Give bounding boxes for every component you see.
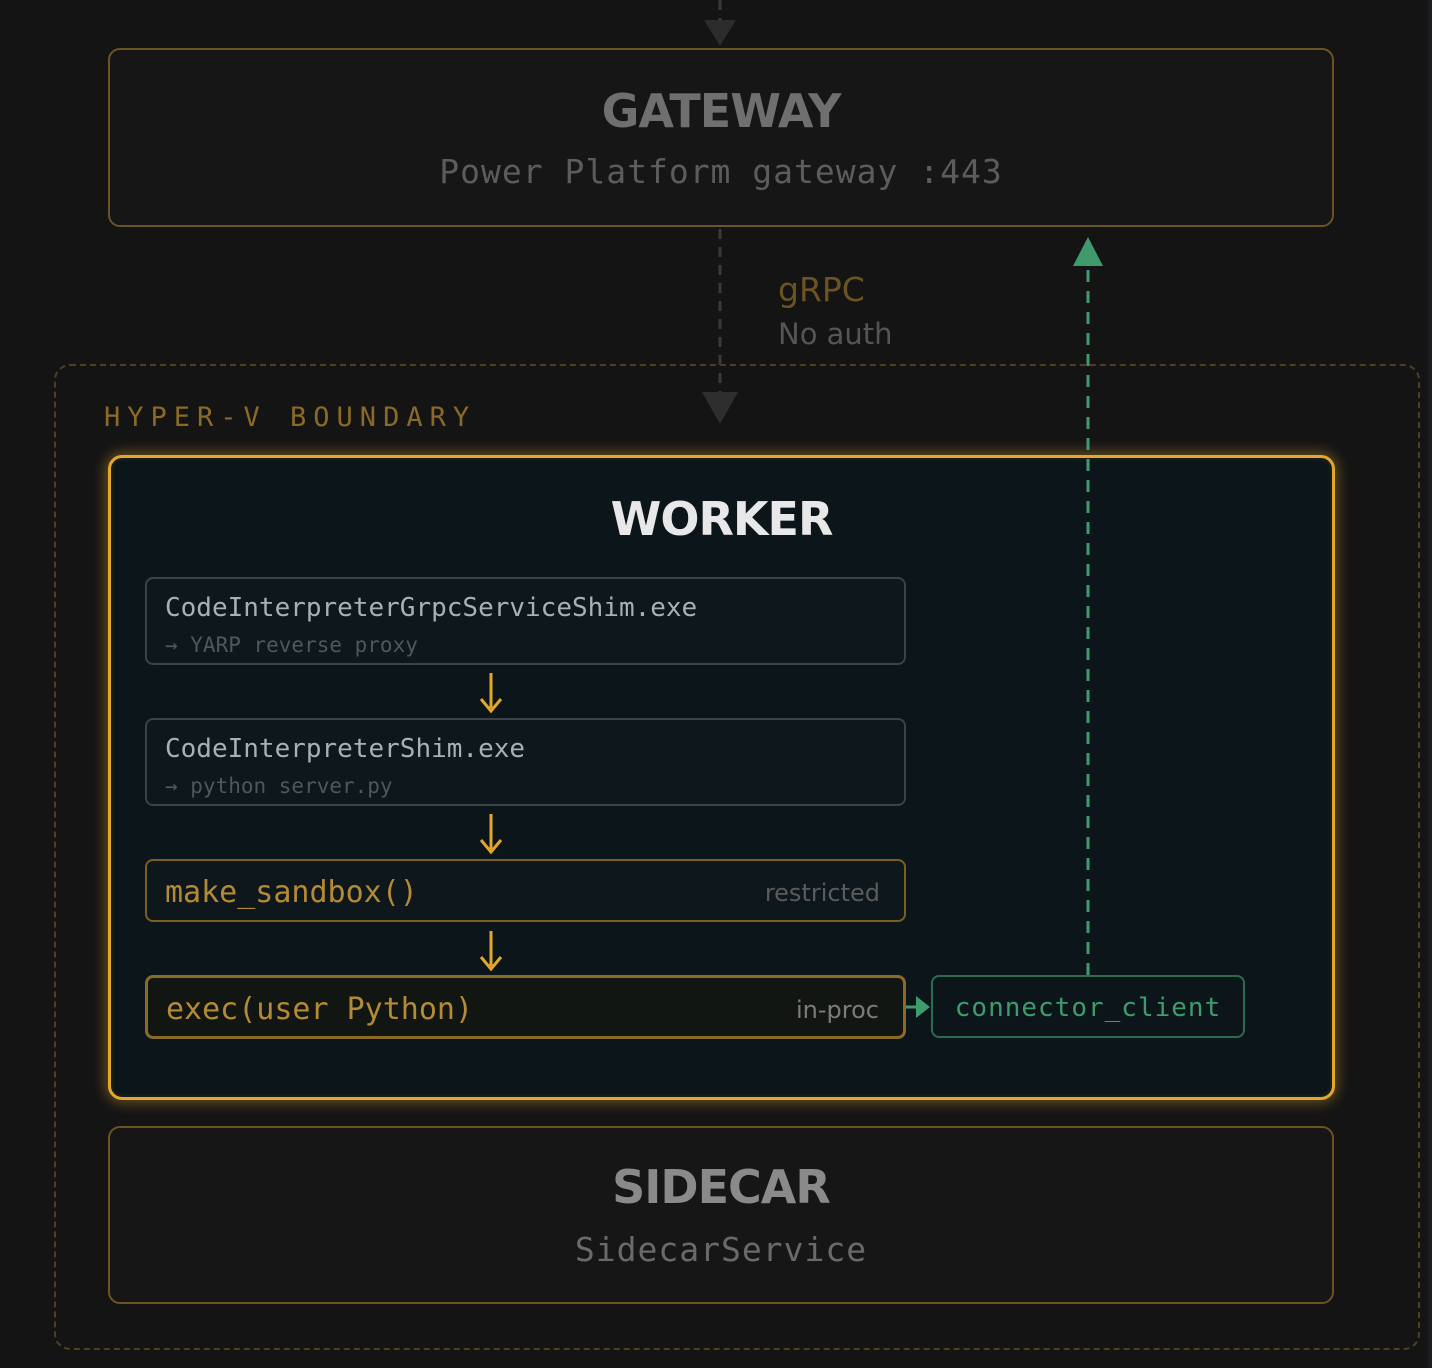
sidecar-title: SIDECAR — [612, 1160, 831, 1214]
interpreter-shim-detail: → python server.py — [165, 774, 393, 798]
gateway-box: GATEWAY Power Platform gateway :443 — [108, 48, 1334, 227]
grpc-service-shim-name: CodeInterpreterGrpcServiceShim.exe — [165, 593, 698, 623]
grpc-service-shim-step: CodeInterpreterGrpcServiceShim.exe → YAR… — [145, 577, 906, 665]
incoming-arrowhead-icon — [704, 20, 736, 46]
grpc-protocol-label: gRPC — [778, 270, 865, 309]
exec-user-python-tag: in-proc — [796, 996, 879, 1024]
grpc-service-shim-detail: → YARP reverse proxy — [165, 633, 418, 657]
scroll-edge — [1428, 0, 1432, 1368]
hyperv-boundary-label: HYPER-V BOUNDARY — [104, 402, 477, 433]
connector-client-box: connector_client — [931, 975, 1245, 1038]
sidecar-subtitle: SidecarService — [574, 1230, 868, 1269]
grpc-auth-label: No auth — [778, 317, 893, 351]
sidecar-box: SIDECAR SidecarService — [108, 1126, 1334, 1304]
connector-gateway-arrowhead-icon — [1073, 237, 1103, 266]
interpreter-shim-name: CodeInterpreterShim.exe — [165, 734, 526, 764]
make-sandbox-name: make_sandbox() — [165, 875, 418, 910]
gateway-subtitle: Power Platform gateway :443 — [439, 152, 1003, 191]
gateway-title: GATEWAY — [601, 84, 842, 138]
make-sandbox-step: make_sandbox() restricted — [145, 859, 906, 922]
exec-user-python-step: exec(user Python) in-proc — [145, 975, 906, 1039]
exec-user-python-name: exec(user Python) — [166, 992, 474, 1027]
connector-client-label: connector_client — [954, 993, 1222, 1023]
make-sandbox-tag: restricted — [764, 879, 880, 907]
worker-title: WORKER — [610, 492, 834, 546]
hyperv-boundary — [54, 364, 1420, 1350]
interpreter-shim-step: CodeInterpreterShim.exe → python server.… — [145, 718, 906, 806]
